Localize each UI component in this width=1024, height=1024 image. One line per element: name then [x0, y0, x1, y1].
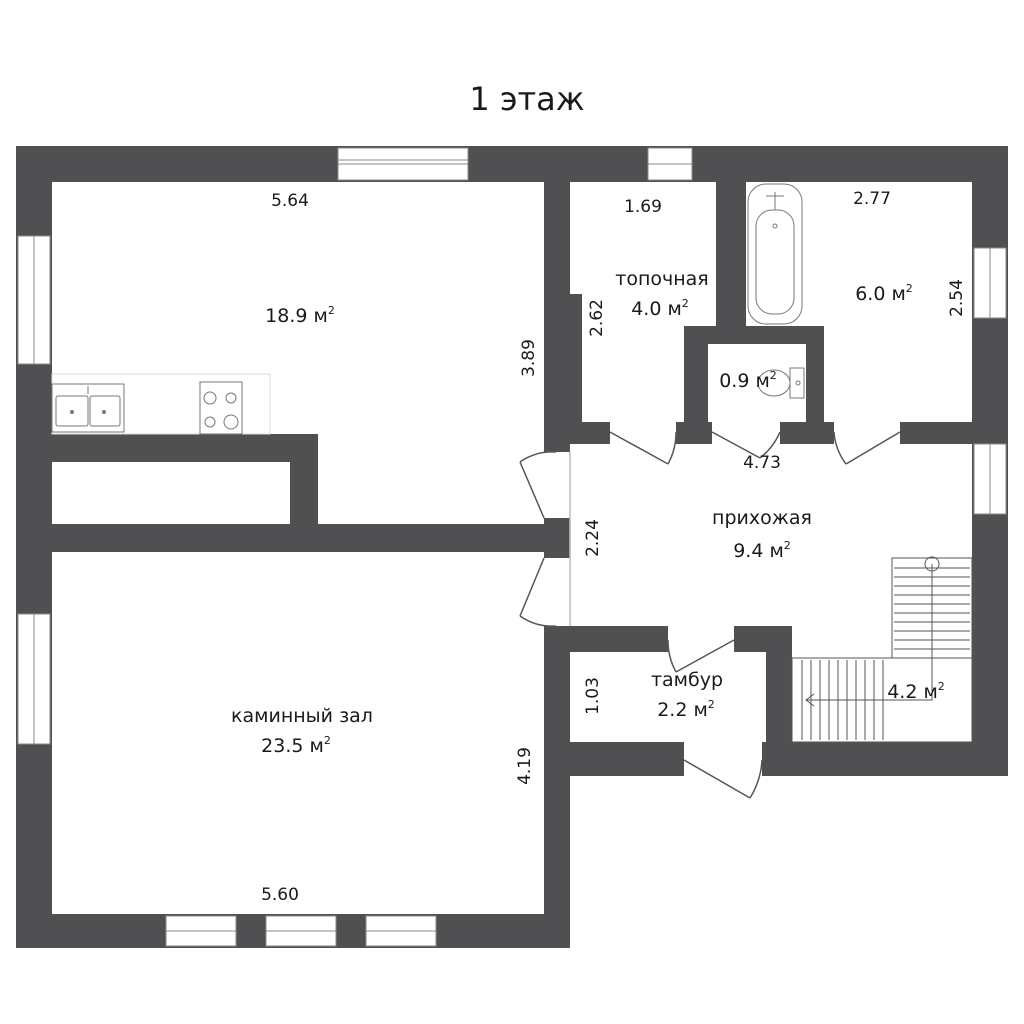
window-top-1	[337, 147, 469, 181]
dim-hall-height: 2.24	[583, 519, 603, 557]
wall-top-right	[690, 146, 1008, 182]
dim-bath-width: 2.77	[853, 189, 891, 209]
area-fireplace: 23.5 м2	[261, 734, 331, 757]
area-bath: 6.0 м2	[855, 282, 913, 305]
wall-bath-bottom	[900, 422, 1008, 444]
wall-vestibule-top-left	[570, 626, 668, 652]
door-vestibule-inner	[667, 639, 735, 673]
staircase	[791, 556, 973, 743]
window-right-1	[973, 247, 1007, 319]
door-firebox	[609, 431, 677, 465]
wall-wc-right	[806, 326, 824, 444]
area-hall: 9.4 м2	[733, 539, 791, 562]
area-wc: 0.9 м2	[719, 369, 777, 392]
door-front	[683, 759, 763, 799]
room-name-hall: прихожая	[712, 507, 812, 529]
sink	[51, 383, 125, 433]
dim-hall-width: 4.73	[743, 453, 781, 473]
window-bottom-2	[265, 915, 337, 947]
wall-firebox-lip	[570, 294, 582, 444]
window-bottom-3	[365, 915, 437, 947]
wall-firebox-bottom	[570, 422, 610, 444]
wall-partition-horizontal	[52, 524, 570, 552]
dimension-labels: 5.64 3.89 1.69 2.62 2.77 2.54 4.73 2.24 …	[261, 189, 967, 905]
wall-wc-top	[684, 326, 824, 344]
stove	[199, 381, 243, 435]
dim-upper-left-width: 5.64	[271, 191, 309, 211]
dim-firebox-width: 1.69	[624, 197, 662, 217]
kitchen-counter	[51, 373, 271, 435]
dim-fireplace-height: 4.19	[515, 747, 535, 785]
wall-wc-bottom-left	[676, 422, 712, 444]
room-name-firebox: топочная	[615, 268, 708, 290]
area-upper-left: 18.9 м2	[265, 304, 335, 327]
wall-kitchen-partition	[52, 434, 316, 462]
door-bath	[833, 431, 901, 465]
dim-firebox-height: 2.62	[587, 299, 607, 337]
window-top-2	[647, 147, 693, 181]
windows	[17, 147, 1007, 947]
window-left-1	[17, 235, 51, 365]
dim-fireplace-width: 5.60	[261, 885, 299, 905]
dim-bath-height: 2.54	[947, 279, 967, 317]
door-hall-left-double	[519, 451, 571, 627]
wall-stairs-bottom	[762, 742, 1008, 776]
doors	[519, 431, 901, 799]
wall-vestibule-right	[766, 626, 792, 776]
area-vestibule: 2.2 м2	[657, 698, 715, 721]
wall-mid-lower	[544, 626, 570, 948]
window-bottom-1	[165, 915, 237, 947]
wall-wc-bottom-right	[780, 422, 834, 444]
stair-direction-arrow	[806, 564, 933, 701]
area-firebox: 4.0 м2	[631, 297, 689, 320]
area-stairs: 4.2 м2	[887, 680, 945, 703]
toilet-icon	[757, 367, 805, 399]
window-right-2	[973, 443, 1007, 515]
walls	[16, 146, 1008, 948]
wall-vestibule-bottom	[570, 742, 684, 776]
door-wc	[711, 431, 781, 459]
room-name-vestibule: тамбур	[651, 669, 723, 691]
room-labels: 18.9 м2 топочная 4.0 м2 6.0 м2 0.9 м2 пр…	[231, 268, 945, 757]
dim-upper-left-height: 3.89	[519, 339, 539, 377]
window-left-2	[17, 613, 51, 745]
wall-firebox-bath	[716, 182, 746, 326]
floor-title: 1 этаж	[469, 80, 584, 118]
bathtub-icon	[747, 183, 803, 325]
dim-vestibule-height: 1.03	[583, 677, 603, 715]
wall-mid-upper	[544, 182, 570, 452]
room-name-fireplace: каминный зал	[231, 705, 373, 727]
